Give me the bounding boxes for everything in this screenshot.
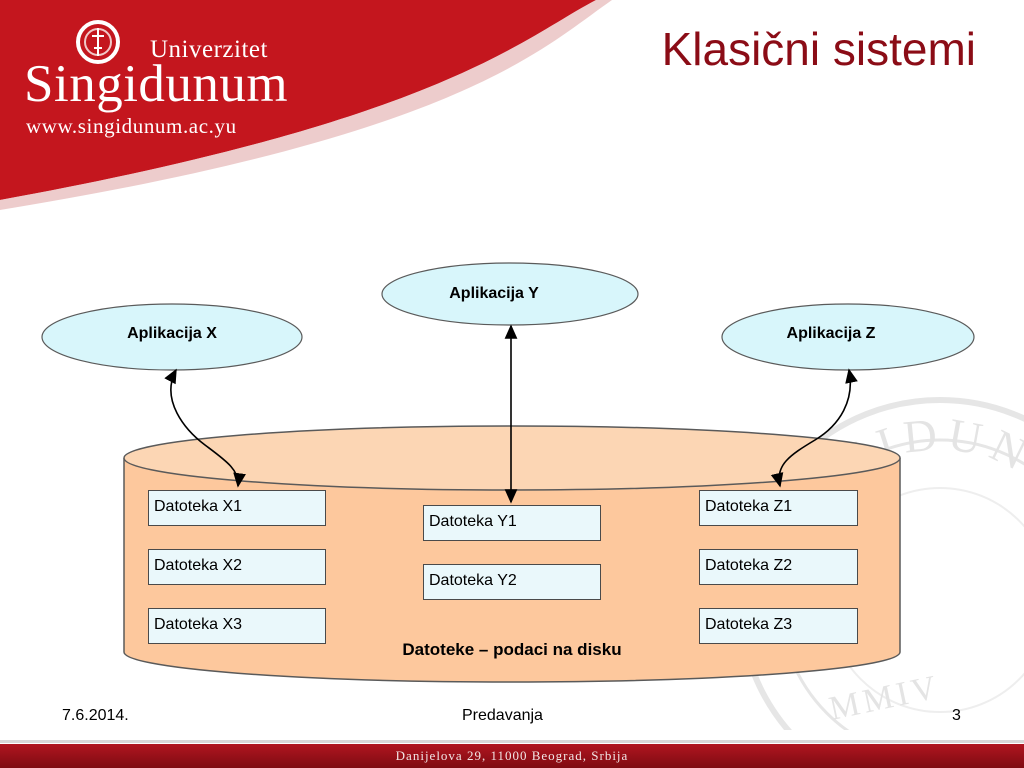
university-logo-icon [76,20,120,64]
cylinder-caption: Datoteke – podaci na disku [402,640,622,659]
footer-date: 7.6.2014. [62,707,129,724]
app-label-x: Aplikacija X [127,325,217,342]
file-box-z1: Datoteka Z1 [699,490,858,526]
file-box-x2: Datoteka X2 [148,549,326,585]
page-number: 3 [952,707,961,724]
website-label: www.singidunum.ac.yu [26,114,237,138]
footer-bar: Danijelova 29, 11000 Beograd, Srbija [0,744,1024,768]
file-box-y1: Datoteka Y1 [423,505,601,541]
footer-address: Danijelova 29, 11000 Beograd, Srbija [395,748,629,763]
footer-center: Predavanja [462,707,543,724]
header-banner [0,0,612,210]
file-box-x1: Datoteka X1 [148,490,326,526]
app-label-y: Aplikacija Y [449,285,539,302]
slide-title: Klasični sistemi [661,23,976,75]
connector-x [164,368,246,488]
disk-cylinder-top [123,425,901,491]
university-label: Univerzitet [150,36,268,63]
app-label-z: Aplikacija Z [786,325,876,342]
file-box-z3: Datoteka Z3 [699,608,858,644]
file-box-x3: Datoteka X3 [148,608,326,644]
footer-divider [0,740,1024,743]
file-box-y2: Datoteka Y2 [423,564,601,600]
brand-name: Singidunum [24,55,289,113]
connector-z [770,368,858,488]
file-box-z2: Datoteka Z2 [699,549,858,585]
